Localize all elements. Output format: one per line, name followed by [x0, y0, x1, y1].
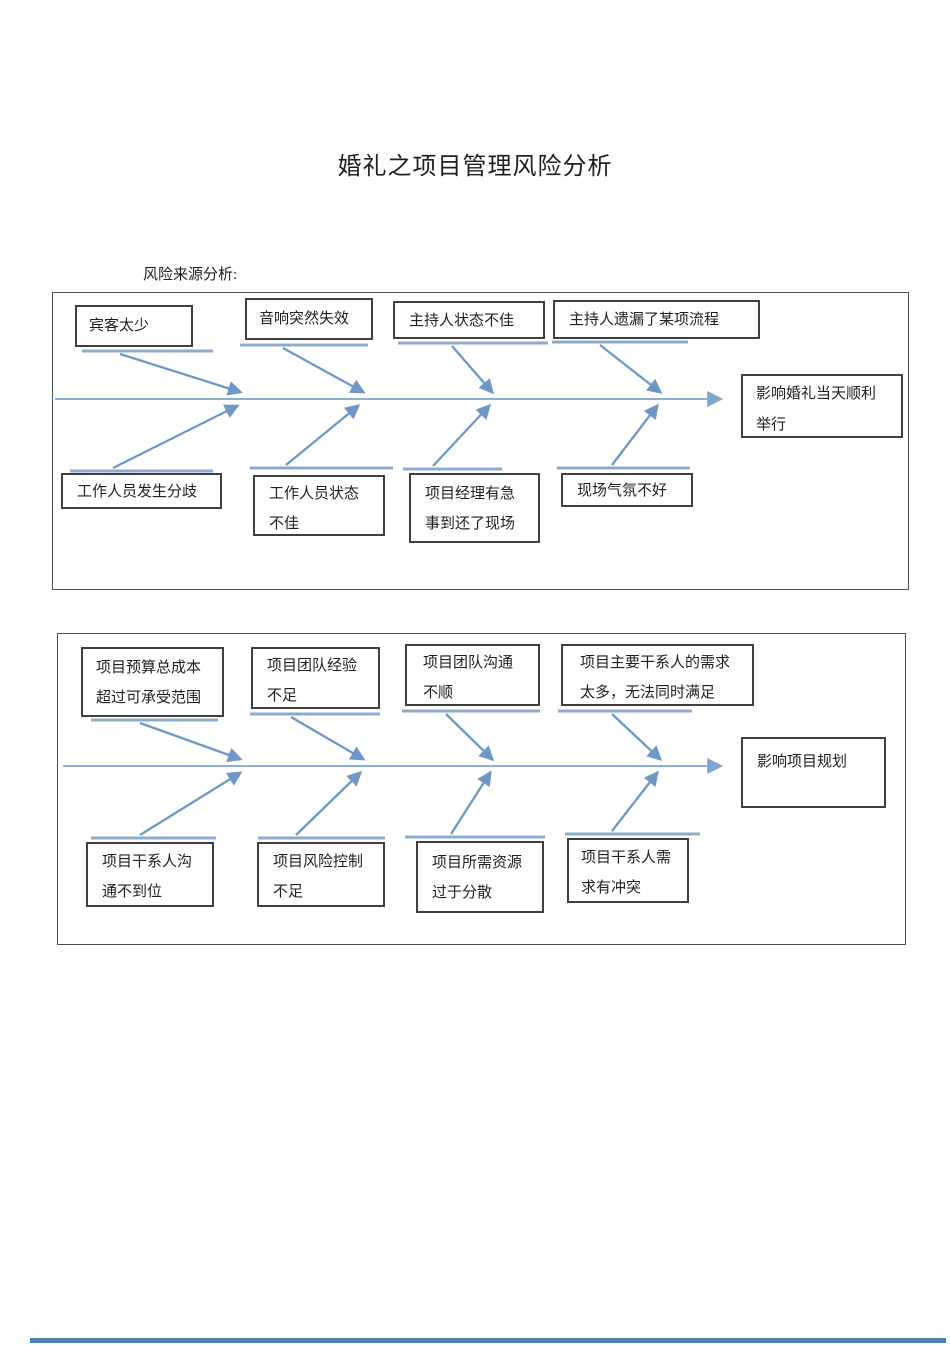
cause-box: 项目预算总成本 超过可承受范围 [81, 647, 224, 717]
cause-box: 项目风险控制 不足 [257, 842, 385, 907]
cause-box: 工作人员状态 不佳 [253, 475, 385, 536]
effect-box: 影响项目规划 [741, 737, 886, 808]
cause-box: 项目干系人需 求有冲突 [567, 838, 689, 903]
cause-box: 音响突然失效 [245, 298, 373, 340]
fishbone-panel-2 [57, 633, 906, 945]
cause-box: 主持人遗漏了某项流程 [553, 300, 760, 339]
cause-box: 项目主要干系人的需求 太多，无法同时满足 [561, 644, 754, 706]
cause-box: 项目团队经验 不足 [251, 647, 380, 709]
cause-box: 项目经理有急 事到还了现场 [409, 473, 540, 543]
cause-box: 宾客太少 [75, 305, 193, 347]
cause-box: 项目干系人沟 通不到位 [86, 842, 214, 907]
fishbone-panel-1 [52, 292, 909, 590]
cause-box: 现场气氛不好 [561, 473, 693, 507]
effect-box: 影响婚礼当天顺利 举行 [741, 374, 903, 438]
cause-box: 项目团队沟通 不顺 [405, 644, 540, 706]
cause-box: 主持人状态不佳 [393, 301, 545, 339]
page-title: 婚礼之项目管理风险分析 [337, 154, 613, 180]
cause-box: 项目所需资源 过于分散 [416, 841, 544, 913]
cause-box: 工作人员发生分歧 [61, 473, 222, 509]
page-bottom-rule [30, 1338, 946, 1343]
section-label: 风险来源分析: [143, 267, 238, 283]
